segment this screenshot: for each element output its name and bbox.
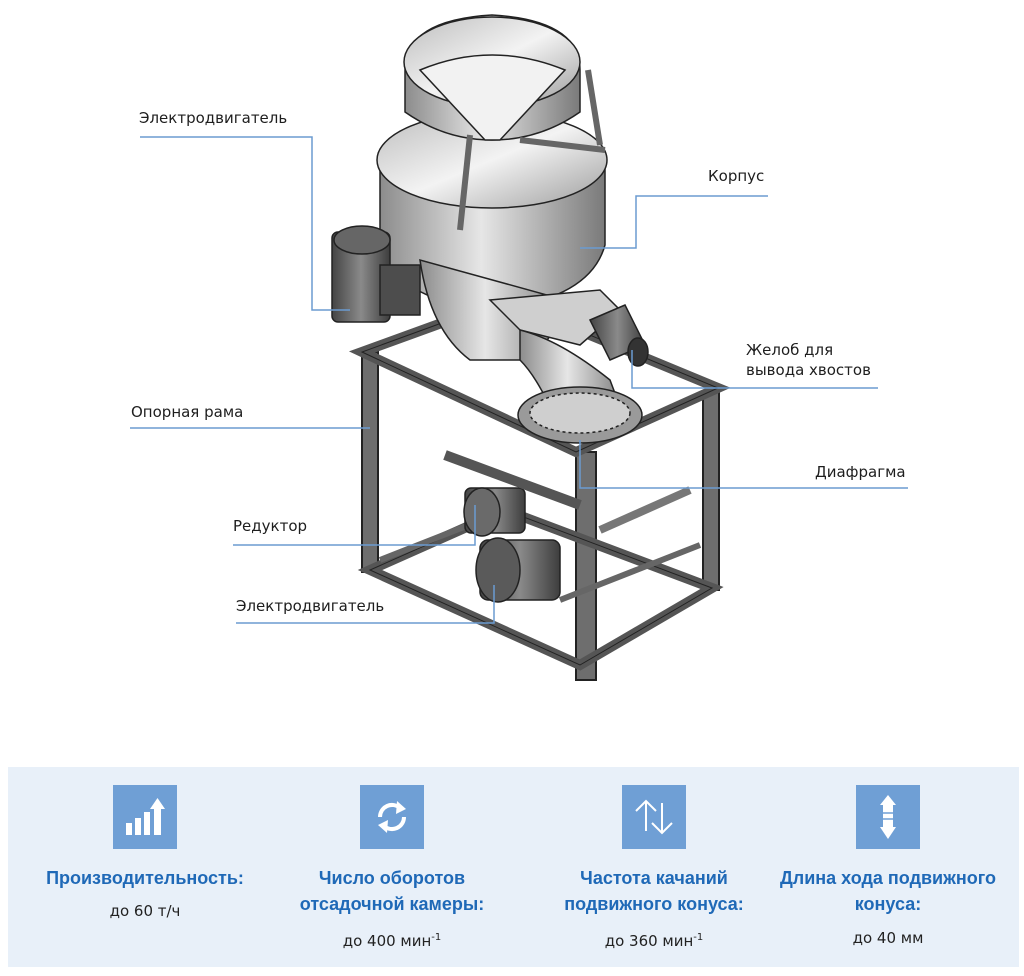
spec-title: Частота качаний подвижного конуса: (564, 868, 744, 914)
label-electric-motor-top: Электродвигатель (139, 109, 288, 127)
bar-chart-growth-icon (113, 785, 177, 849)
spec-title: Число оборотов отсадочной камеры: (299, 868, 485, 914)
label-tailings-chute: Желоб для вывода хвостов (746, 341, 871, 379)
specs-panel: Производительность: до 60 т/ч Число обор… (8, 767, 1019, 967)
spec-title: Длина хода подвижного конуса: (779, 868, 997, 914)
vertical-stroke-icon (856, 785, 920, 849)
label-reducer: Редуктор (233, 517, 308, 535)
label-support-frame: Опорная рама (131, 403, 244, 421)
spec-value: до 360 мин-1 (604, 932, 704, 950)
label-housing: Корпус (708, 167, 765, 185)
main-housing (376, 111, 649, 444)
upper-motor (331, 225, 421, 323)
jig-machine-illustration (130, 14, 908, 681)
spec-stroke-length: Длина хода подвижного конуса: до 40 мм (768, 767, 1008, 967)
label-electric-motor-bottom: Электродвигатель (236, 597, 385, 615)
spec-value: до 60 т/ч (109, 902, 181, 920)
spec-value: до 400 мин-1 (342, 932, 442, 950)
leader-lines (130, 136, 908, 624)
up-down-arrows-icon (622, 785, 686, 849)
spec-swing-frequency: Частота качаний подвижного конуса: до 36… (534, 767, 774, 967)
feed-hopper (403, 14, 606, 231)
label-diaphragm: Диафрагма (815, 463, 906, 481)
spec-chamber-rpm: Число оборотов отсадочной камеры: до 400… (272, 767, 512, 967)
rotation-arrows-icon (360, 785, 424, 849)
lower-drive (443, 450, 692, 603)
spec-title: Производительность: (46, 868, 244, 888)
spec-capacity: Производительность: до 60 т/ч (25, 767, 265, 967)
spec-value: до 40 мм (852, 929, 924, 947)
